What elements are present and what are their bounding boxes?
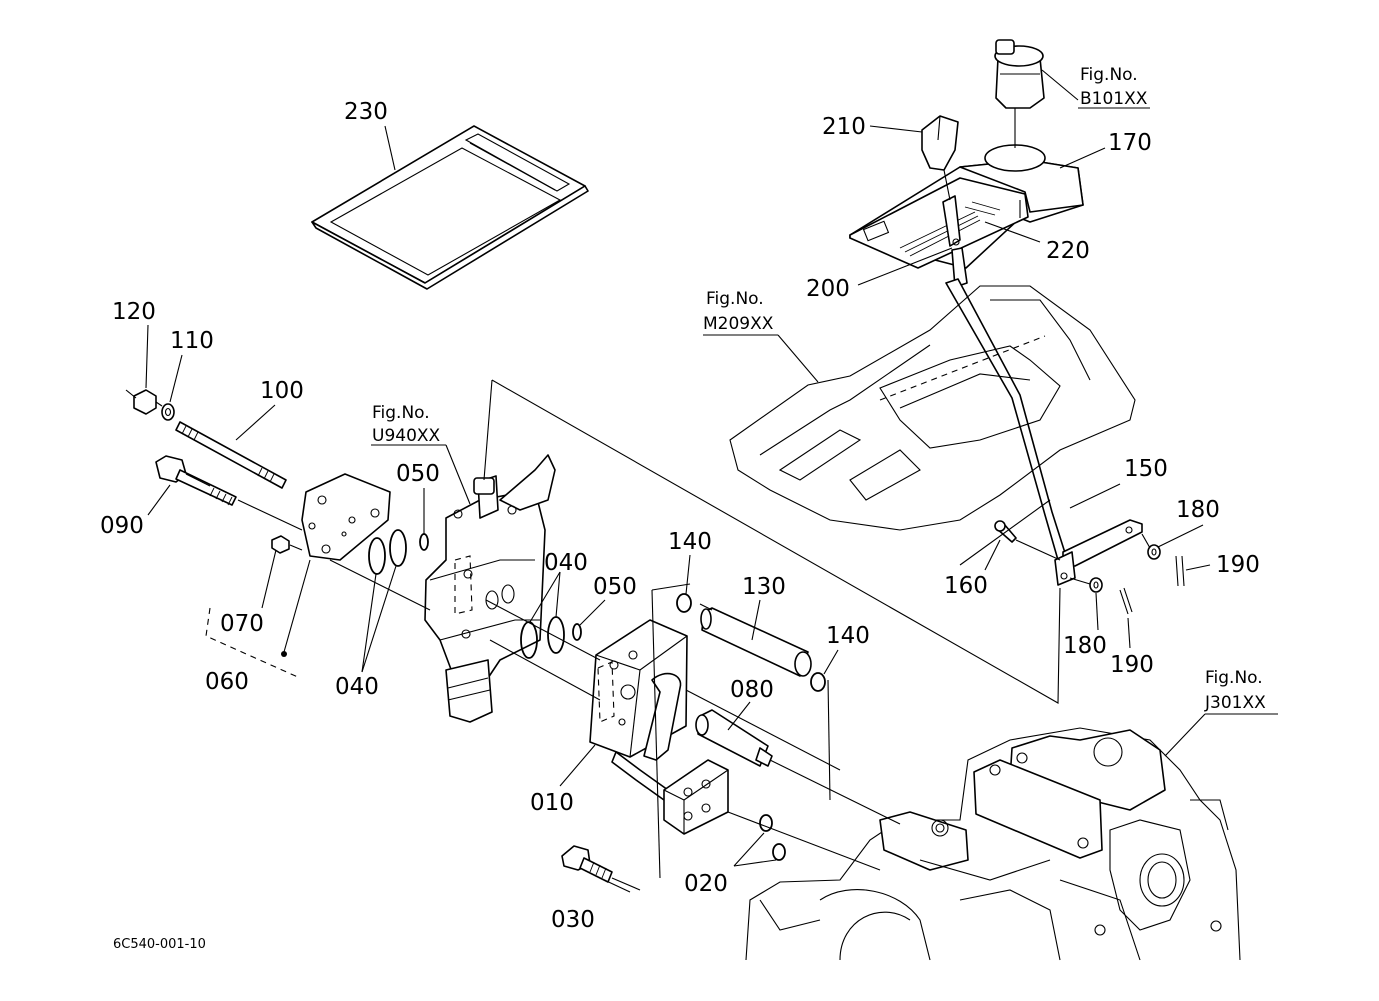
nut-070-part [271, 535, 290, 554]
socket-cap-part [994, 39, 1045, 109]
part-label-200: 200 [806, 276, 850, 302]
fig-ref-u940-label: Fig.No. [372, 403, 430, 423]
part-label-130: 130 [742, 574, 786, 600]
part-label-010: 010 [530, 790, 574, 816]
control-valve-part [424, 454, 556, 723]
o-rings-040-left [368, 529, 407, 575]
fig-ref-b101-code: B101XX [1080, 89, 1148, 109]
part-label-110: 110 [170, 328, 214, 354]
part-label-040-left: 040 [335, 674, 379, 700]
o-rings-140 [676, 593, 826, 692]
bolt-030-part [561, 845, 613, 883]
part-label-190-bottom: 190 [1110, 652, 1154, 678]
shift-lever-part [942, 195, 1143, 586]
part-label-100: 100 [260, 378, 304, 404]
part-label-090: 090 [100, 513, 144, 539]
part-label-030: 030 [551, 907, 595, 933]
part-label-220: 220 [1046, 238, 1090, 264]
group-060-bracket [205, 607, 301, 679]
part-label-170: 170 [1108, 130, 1152, 156]
fig-ref-u940-code: U940XX [372, 426, 441, 446]
part-label-020: 020 [684, 871, 728, 897]
clips-190 [1119, 555, 1185, 615]
floor-cover-outline [729, 285, 1136, 531]
manual-book-part [311, 125, 589, 290]
part-label-070: 070 [220, 611, 264, 637]
nut-120-part [133, 389, 157, 415]
part-label-180-top: 180 [1176, 497, 1220, 523]
part-label-210: 210 [822, 114, 866, 140]
o-ring-050-right [572, 623, 582, 641]
assembly-lines [125, 69, 1278, 893]
fig-ref-j301-label: Fig.No. [1205, 668, 1263, 688]
drawing-code: 6C540-001-10 [113, 937, 206, 952]
fig-ref-b101-label: Fig.No. [1080, 65, 1138, 85]
end-plate-part [301, 473, 391, 561]
bolt-100-part [175, 421, 287, 489]
part-label-050-left: 050 [396, 461, 440, 487]
pipe-080-part [695, 709, 773, 767]
pipe-130-part [700, 607, 812, 677]
part-label-060: 060 [205, 669, 249, 695]
part-label-050-right: 050 [593, 574, 637, 600]
fig-ref-m209-code: M209XX [703, 314, 774, 334]
fig-ref-m209-label: Fig.No. [706, 289, 764, 309]
part-label-190-right: 190 [1216, 552, 1260, 578]
adapter-block-part [589, 619, 688, 761]
part-number-labels: 230 210 170 220 200 120 110 100 090 070 … [100, 99, 1260, 933]
part-label-160: 160 [944, 573, 988, 599]
part-label-150: 150 [1124, 456, 1168, 482]
hose-block-part [611, 751, 729, 835]
part-label-040-right: 040 [544, 550, 588, 576]
washer-110-part [161, 403, 175, 421]
part-label-180-bottom: 180 [1063, 633, 1107, 659]
part-label-080: 080 [730, 677, 774, 703]
fig-ref-j301-code: J301XX [1204, 693, 1266, 713]
part-label-120: 120 [112, 299, 156, 325]
transmission-housing-outline [745, 727, 1241, 961]
pin-160-part [994, 520, 1017, 543]
o-ring-050-left [419, 533, 429, 551]
bolt-090-part [155, 455, 237, 506]
lever-knob-part [921, 115, 959, 201]
control-box-part [849, 108, 1084, 269]
o-rings-020 [759, 814, 786, 861]
part-label-140-top: 140 [668, 529, 712, 555]
washers-180 [1089, 544, 1161, 593]
figure-reference-labels: Fig.No. B101XX Fig.No. M209XX Fig.No. U9… [372, 65, 1266, 713]
part-label-140-right: 140 [826, 623, 870, 649]
part-label-230: 230 [344, 99, 388, 125]
